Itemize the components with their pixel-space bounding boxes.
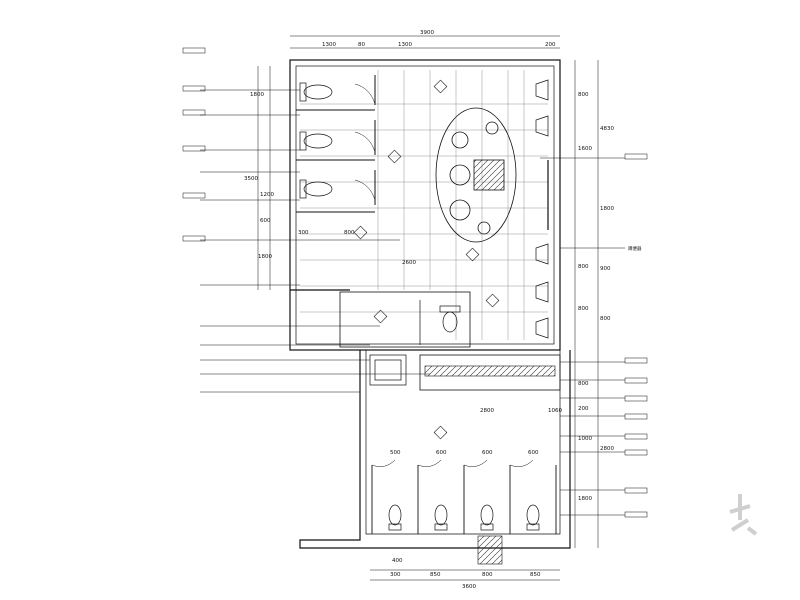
right-dim: 800: [600, 316, 611, 322]
floor-drain-icon: [433, 425, 448, 440]
right-dim: 1600: [578, 146, 592, 152]
misc-dim: 600: [482, 450, 493, 456]
bottom-dim: 3600: [462, 584, 476, 590]
right-dim: 2800: [600, 446, 614, 452]
right-dim: 1800: [578, 496, 592, 502]
tag-box: [182, 145, 206, 152]
right-dim: 800: [578, 92, 589, 98]
misc-dim: 600: [528, 450, 539, 456]
left-dim: 3500: [244, 176, 258, 182]
squat-toilet-note: 蹲便器: [628, 245, 642, 252]
tag-box: [624, 357, 648, 364]
dimension-lines: [257, 35, 599, 581]
right-dimensions: 4830 1800 900 800 2800 800 1600 800 800 …: [578, 92, 614, 502]
wc-toilet-icon: [299, 131, 333, 151]
left-dim: 1200: [260, 192, 274, 198]
tag-box: [624, 487, 648, 494]
leader-lines-right: [540, 157, 625, 516]
top-dim: 80: [358, 42, 365, 48]
tag-box: [624, 449, 648, 456]
marble-panel-icon: [477, 535, 503, 565]
right-dim: 800: [578, 264, 589, 270]
oval-vanity: [435, 107, 517, 243]
washbasin-icon: [369, 354, 407, 386]
right-dim: 1000: [578, 436, 592, 442]
misc-dim: 2800: [480, 408, 494, 414]
floor-drain-icon: [373, 309, 388, 324]
bottom-dim: 850: [430, 572, 441, 578]
tag-box: [624, 511, 648, 518]
urinal-icon: [535, 317, 549, 339]
marble-counter: [424, 365, 556, 565]
misc-dim: 800: [344, 230, 355, 236]
misc-dim: 1060: [548, 408, 562, 414]
right-dim: 900: [600, 266, 611, 272]
left-dim: 1800: [250, 92, 264, 98]
floor-drain-icon: [387, 149, 402, 164]
left-dim: 600: [260, 218, 271, 224]
misc-dim: 300: [298, 230, 309, 236]
floor-drain-icon: [485, 293, 500, 308]
service-rooms: [369, 300, 461, 386]
top-dim: 200: [545, 42, 556, 48]
annotation-tags-right: [624, 153, 648, 518]
stall-partitions-bottom: [371, 459, 557, 534]
tile-grid: [300, 70, 548, 340]
wc-toilet-row-left: [299, 82, 333, 199]
right-dim: 1800: [600, 206, 614, 212]
wc-toilet-icon: [439, 305, 461, 333]
floor-drain-icon: [465, 247, 480, 262]
tag-box: [182, 47, 206, 54]
urinal-column-right: [535, 79, 549, 339]
squat-toilet-row: [388, 504, 540, 531]
urinal-icon: [535, 115, 549, 137]
bottom-dim: 400: [392, 558, 403, 564]
top-dim: 1300: [398, 42, 412, 48]
tag-box: [182, 235, 206, 242]
tag-box: [624, 395, 648, 402]
misc-dim: 2600: [402, 260, 416, 266]
urinal-icon: [535, 281, 549, 303]
top-dimensions: 3900 1300 80 1300 200: [322, 30, 556, 48]
tag-box: [624, 153, 648, 160]
tag-box: [624, 377, 648, 384]
bottom-dim: 300: [390, 572, 401, 578]
right-dim: 200: [578, 406, 589, 412]
bottom-dimensions: 400 300 850 800 850 3600: [390, 558, 541, 590]
right-dim: 4830: [600, 126, 614, 132]
misc-dim: 500: [390, 450, 401, 456]
tag-box: [624, 413, 648, 420]
tag-box: [182, 85, 206, 92]
wc-toilet-icon: [526, 504, 540, 531]
tag-box: [182, 109, 206, 116]
wc-toilet-icon: [299, 179, 333, 199]
bottom-dim: 850: [530, 572, 541, 578]
leader-lines-left: [200, 89, 430, 393]
wc-toilet-icon: [388, 504, 402, 531]
annotation-tags-left: [182, 47, 206, 242]
floor-drain-icon: [433, 79, 448, 94]
bottom-dim: 800: [482, 572, 493, 578]
misc-dim: 600: [436, 450, 447, 456]
misc-dimensions: 2600 2800 300 800 1060 600 600 600 500: [298, 230, 562, 456]
tag-box: [182, 192, 206, 199]
watermark-logo: [729, 494, 758, 536]
urinal-icon: [535, 79, 549, 101]
top-dim: 1300: [322, 42, 336, 48]
wc-toilet-icon: [299, 82, 333, 102]
left-dimensions: 1800 3500 1200 600 1800: [244, 92, 274, 260]
right-dim: 800: [578, 381, 589, 387]
left-dim: 1800: [258, 254, 272, 260]
wc-toilet-icon: [434, 504, 448, 531]
right-dim: 800: [578, 306, 589, 312]
stall-partitions-left: [296, 75, 376, 213]
top-dim: 3900: [420, 30, 434, 36]
floor-drain-icon: [353, 225, 368, 240]
wc-toilet-icon: [480, 504, 494, 531]
floor-drain-group: [353, 79, 500, 440]
urinal-icon: [535, 243, 549, 265]
tag-box: [624, 433, 648, 440]
